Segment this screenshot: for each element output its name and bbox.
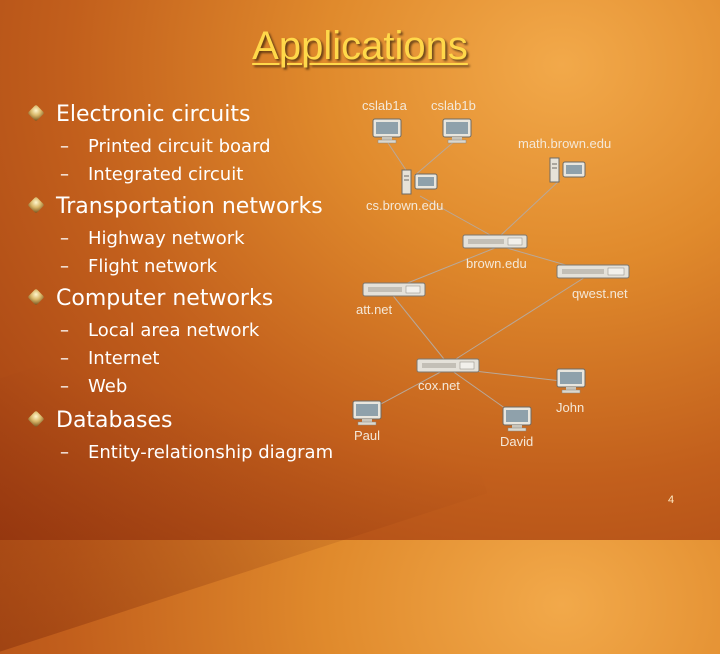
- bullet-databases: Databases: [27, 408, 172, 433]
- monitor-icon: [502, 406, 532, 432]
- server-tower-icon: [549, 157, 586, 183]
- sub-bullet-entity-relationship-diagram: –Entity-relationship diagram: [60, 442, 334, 463]
- link-math-brown: [499, 179, 561, 237]
- router-icon: [462, 234, 528, 249]
- slide-title: Applications: [252, 24, 468, 68]
- label-brown-edu: brown.edu: [466, 256, 527, 271]
- sub-bullet-internet: –Internet: [60, 348, 160, 369]
- link-cs-brown: [419, 195, 493, 237]
- sub-bullet-highway-network: –Highway network: [60, 228, 245, 249]
- label-cs-brown-edu: cs.brown.edu: [366, 198, 444, 213]
- bullet-computer-networks: Computer networks: [27, 286, 273, 311]
- server-tower-icon: [401, 169, 438, 195]
- router-icon: [362, 282, 426, 297]
- label-cslab1b: cslab1b: [431, 98, 476, 113]
- sub-bullet-printed-circuit-board: –Printed circuit board: [60, 136, 271, 157]
- router-icon: [416, 358, 480, 373]
- label-david: David: [500, 434, 534, 449]
- label-cslab1a: cslab1a: [362, 98, 407, 113]
- bullet-electronic-circuits: Electronic circuits: [27, 102, 250, 127]
- monitor-icon: [442, 118, 472, 144]
- label-paul: Paul: [354, 428, 381, 443]
- monitor-icon: [556, 368, 586, 394]
- sub-bullet-local-area-network: –Local area network: [60, 320, 260, 341]
- page-number: 4: [668, 494, 675, 506]
- monitor-icon: [352, 400, 382, 426]
- sub-bullet-integrated-circuit: –Integrated circuit: [60, 164, 244, 185]
- link-qwest-cox: [447, 273, 591, 365]
- label-cox-net: cox.net: [418, 378, 460, 393]
- link-att-cox: [389, 291, 449, 365]
- sub-bullet-flight-network: –Flight network: [60, 256, 218, 277]
- label-john: John: [556, 400, 585, 415]
- label-att-net: att.net: [356, 302, 393, 317]
- label-qwest-net: qwest.net: [572, 286, 628, 301]
- sub-bullet-web: –Web: [60, 376, 128, 397]
- label-math-brown-edu: math.brown.edu: [518, 136, 612, 151]
- bullet-transportation-networks: Transportation networks: [27, 194, 323, 219]
- link-cslab1b-cs: [413, 139, 457, 177]
- router-icon: [556, 264, 630, 279]
- monitor-icon: [372, 118, 402, 144]
